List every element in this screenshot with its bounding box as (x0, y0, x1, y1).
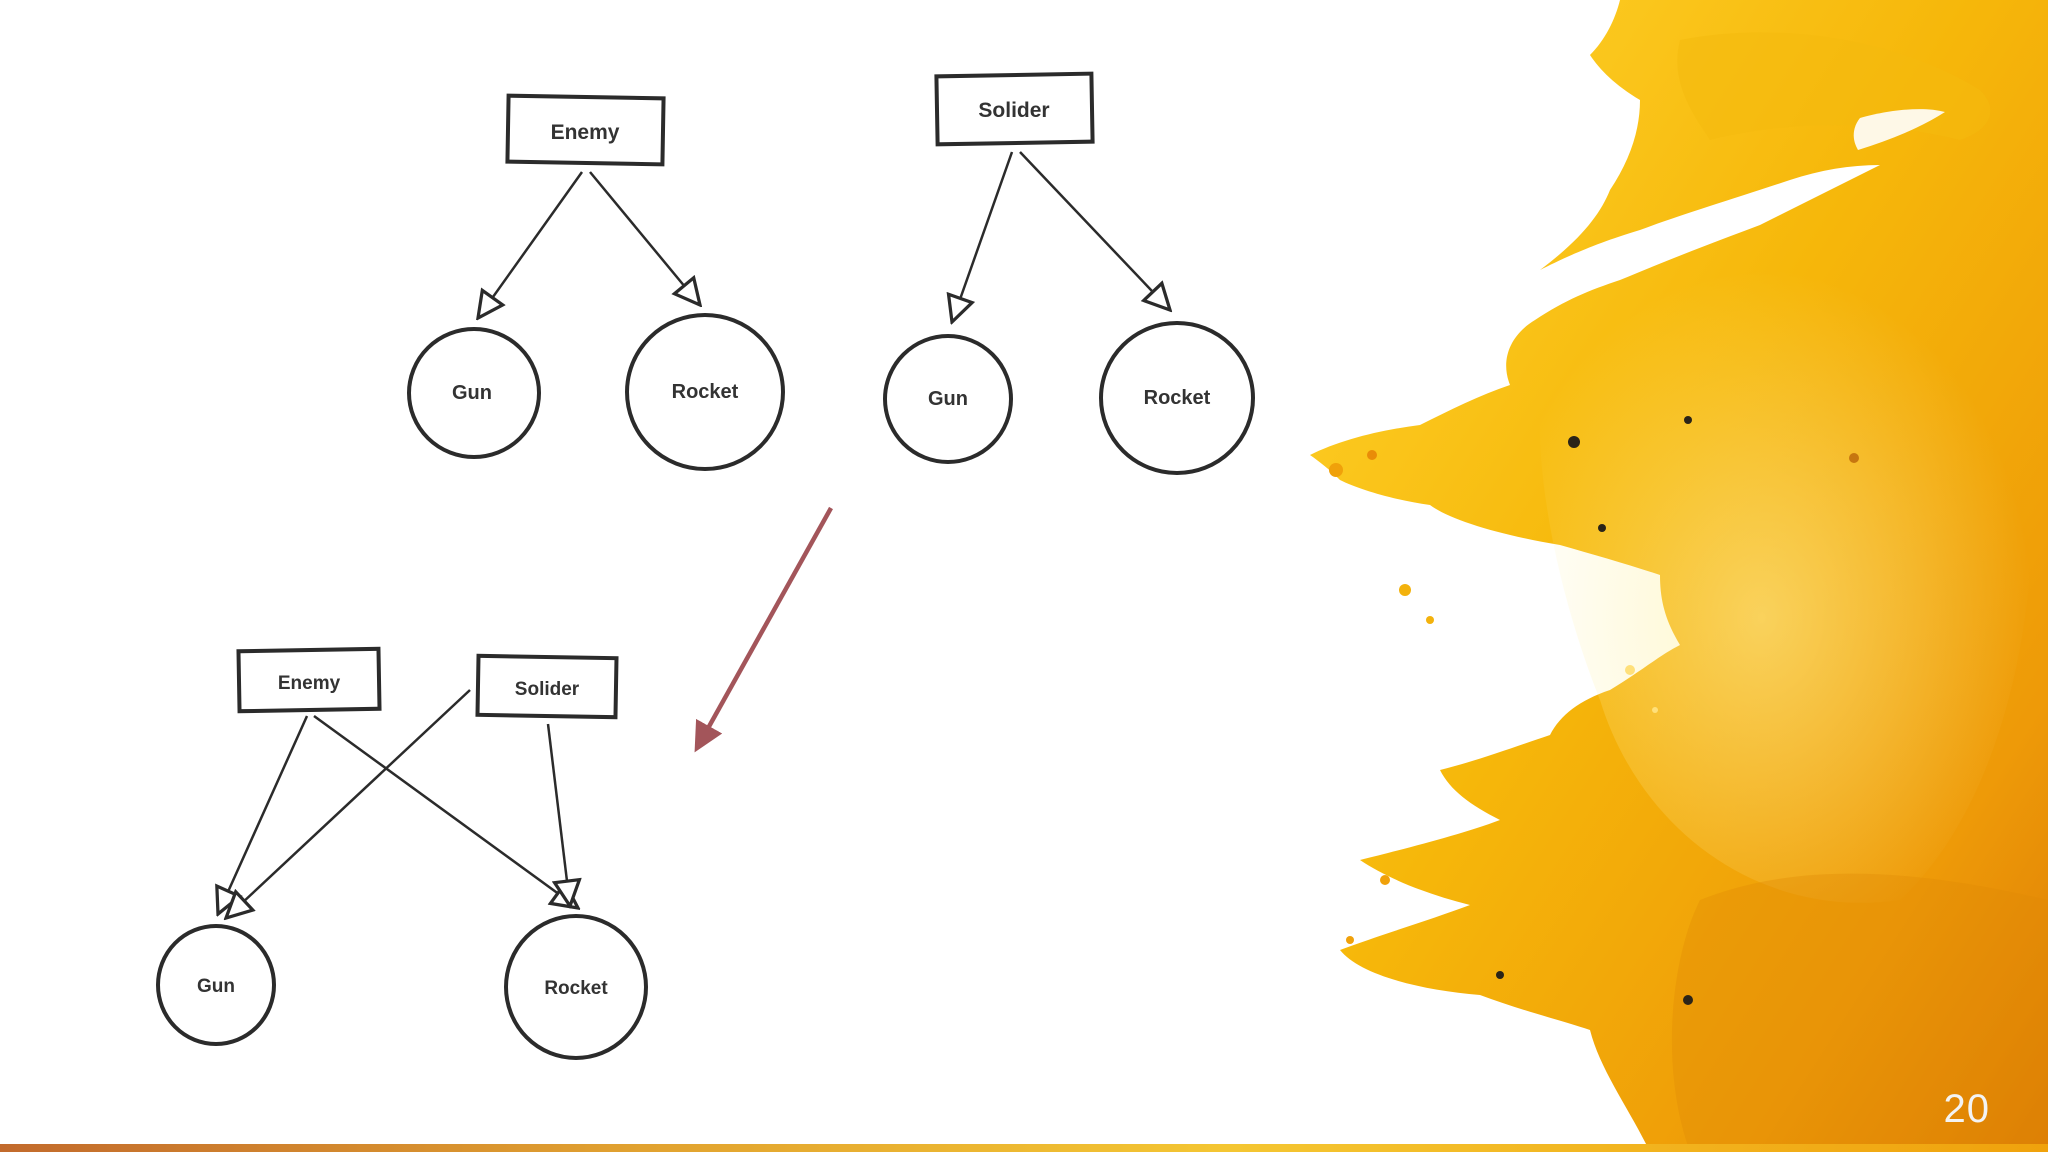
soldier-node (475, 653, 619, 720)
gun-node-label: Gun (928, 388, 968, 410)
diagram-soldier-tree: Solider Gun Rocket (883, 71, 1255, 475)
enemy-node-label: Enemy (551, 121, 620, 144)
edge-enemy-gun (218, 715, 309, 914)
soldier-node-label: Solider (978, 99, 1049, 122)
rocket-node (625, 313, 785, 471)
rocket-node-label: Rocket (544, 978, 608, 999)
rocket-node (1099, 321, 1255, 475)
soldier-node-label: Solider (515, 679, 580, 700)
paint-splash (1310, 0, 2048, 1152)
rocket-node-label: Rocket (1144, 387, 1211, 409)
gun-node (407, 327, 541, 459)
edge-soldier-rocket (546, 723, 570, 906)
page-number: 20 (1943, 1087, 1990, 1131)
soldier-node (934, 71, 1095, 147)
diagram-combined: Enemy Solider Gun Rocket (156, 646, 648, 1060)
edge-enemy-gun (478, 171, 584, 318)
gun-node-label: Gun (197, 976, 235, 997)
enemy-node (236, 646, 382, 714)
edge-enemy-rocket (589, 171, 700, 305)
rocket-node-label: Rocket (672, 381, 739, 403)
edge-soldier-gun (226, 689, 471, 918)
rocket-node (504, 914, 648, 1060)
transform-arrow (694, 506, 833, 753)
gun-node (156, 924, 276, 1046)
diagram-enemy-tree: Enemy Gun Rocket (407, 93, 785, 471)
gun-node (883, 334, 1013, 464)
edge-enemy-rocket (313, 714, 578, 908)
enemy-node-label: Enemy (278, 673, 341, 694)
enemy-node (505, 93, 666, 167)
gun-node-label: Gun (452, 382, 492, 404)
edge-soldier-gun (952, 151, 1014, 322)
bottom-strip (0, 1144, 2048, 1152)
edge-soldier-rocket (1019, 151, 1170, 310)
